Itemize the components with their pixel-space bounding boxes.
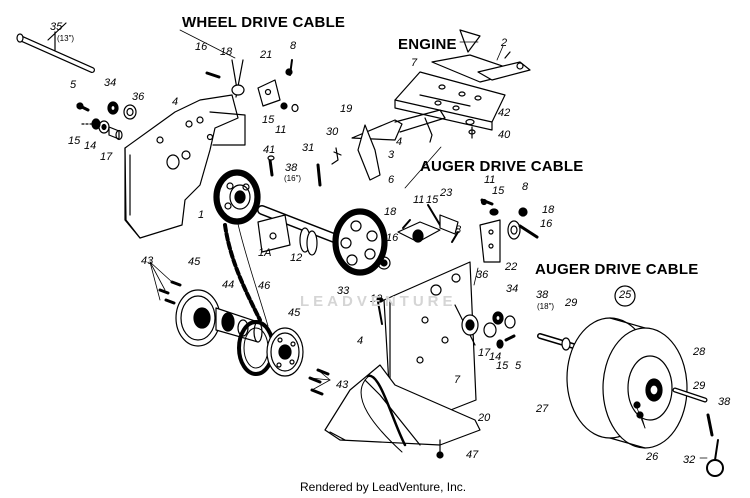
small-pins xyxy=(267,147,342,187)
auger-cable-bracket xyxy=(397,204,459,243)
drive-sprocket xyxy=(213,169,261,225)
part-1a-label: 1A xyxy=(258,247,272,259)
part-43-label: 43 xyxy=(336,379,349,391)
part-29-label: 29 xyxy=(565,297,578,309)
part-8-label: 8 xyxy=(455,224,462,236)
part-8-label: 8 xyxy=(522,181,529,193)
part-21-label: 21 xyxy=(260,49,273,61)
part-18-label: 18 xyxy=(542,204,555,216)
part-15-label: 15 xyxy=(492,185,505,197)
part-18-label: 18 xyxy=(384,206,397,218)
part-11-label: 11 xyxy=(275,124,287,136)
part-14-label: 14 xyxy=(489,351,502,363)
cables xyxy=(360,374,407,453)
part-15-label: 15 xyxy=(68,135,81,147)
part-27-label: 27 xyxy=(536,403,549,415)
part-15-label: 15 xyxy=(496,360,509,372)
part-47-label: 47 xyxy=(466,449,479,461)
part-11-label: 11 xyxy=(413,194,425,206)
part-5-label: 5 xyxy=(70,79,77,91)
left-hardware-stack xyxy=(76,101,137,141)
part-30-label: 30 xyxy=(326,126,339,138)
cable-bracket-left xyxy=(205,59,299,113)
engine-plate xyxy=(351,29,531,181)
part-15-label: 15 xyxy=(262,114,275,126)
part-28-label: 28 xyxy=(693,346,706,358)
part-38-length-label: (16") xyxy=(284,174,302,183)
part-35-length-label: (13") xyxy=(57,34,75,43)
part-43-label: 43 xyxy=(141,255,154,267)
part-7-label: 7 xyxy=(454,374,461,386)
part-14-label: 14 xyxy=(84,140,97,152)
part-41-label: 41 xyxy=(263,144,276,156)
part-8-label: 8 xyxy=(290,40,297,52)
part-34-label: 34 xyxy=(104,77,117,89)
wheel-drive-cable-callout: WHEEL DRIVE CABLE xyxy=(182,14,346,31)
part-33-label: 33 xyxy=(337,285,350,297)
part-15-label: 15 xyxy=(426,194,439,206)
part-29-label: 29 xyxy=(693,380,706,392)
part-40-label: 40 xyxy=(498,129,511,141)
part-20-label: 20 xyxy=(478,412,491,424)
part-23-label: 23 xyxy=(440,187,453,199)
left-side-frame xyxy=(124,94,246,239)
part-16-label: 16 xyxy=(195,41,208,53)
large-gear xyxy=(332,208,391,276)
auger-cable-bracket-right xyxy=(479,198,539,263)
part-12-label: 12 xyxy=(290,252,303,264)
part-36-label: 36 xyxy=(476,269,489,281)
part-35-label: 35 xyxy=(50,21,63,33)
part-45-label: 45 xyxy=(188,256,201,268)
part-4-label: 4 xyxy=(172,96,179,108)
part-26-label: 26 xyxy=(646,451,659,463)
part-18-label: 18 xyxy=(220,46,233,58)
part-19-label: 19 xyxy=(340,103,353,115)
part-17-label: 17 xyxy=(478,347,491,359)
part-36-label: 36 xyxy=(132,91,145,103)
part-25-label: 25 xyxy=(619,289,632,301)
part-32-label: 32 xyxy=(683,454,696,466)
footer-credit: Rendered by LeadVenture, Inc. xyxy=(300,480,467,494)
part-3-label: 3 xyxy=(388,149,395,161)
part-7-label: 7 xyxy=(411,57,418,69)
auger-drive-cable-callout-upper: AUGER DRIVE CABLE xyxy=(420,158,584,175)
part-38-length-label: (18") xyxy=(537,302,555,311)
watermark: LEADVENTURE xyxy=(300,293,457,310)
part-16-label: 16 xyxy=(386,232,399,244)
wheel-assembly xyxy=(537,285,724,477)
part-2-label: 2 xyxy=(501,37,508,49)
part-38-label: 38 xyxy=(718,396,731,408)
part-31-label: 31 xyxy=(302,142,315,154)
part-42-label: 42 xyxy=(498,107,511,119)
shaft-rod xyxy=(16,22,95,73)
part-46-label: 46 xyxy=(258,280,271,292)
drive-chain xyxy=(223,223,269,327)
part-11-label: 11 xyxy=(484,174,496,186)
part-38-label: 38 xyxy=(285,162,298,174)
part-38-label: 38 xyxy=(536,289,549,301)
part-22-label: 22 xyxy=(505,261,518,273)
part-17-label: 17 xyxy=(100,151,113,163)
part-1-label: 1 xyxy=(198,209,205,221)
part-4-label: 4 xyxy=(396,136,403,148)
part-4-label: 4 xyxy=(357,335,364,347)
leader-lines xyxy=(149,29,708,459)
part-5-label: 5 xyxy=(515,360,522,372)
part-6-label: 6 xyxy=(388,174,395,186)
part-44-label: 44 xyxy=(222,279,235,291)
part-16-label: 16 xyxy=(540,218,553,230)
engine-callout: ENGINE xyxy=(398,36,457,53)
right-hardware-stack xyxy=(376,297,516,349)
part-10-label: 10 xyxy=(370,293,383,305)
auger-drive-cable-callout-lower: AUGER DRIVE CABLE xyxy=(535,261,699,278)
part-45-label: 45 xyxy=(288,307,301,319)
part-34-label: 34 xyxy=(506,283,519,295)
hub-assembly-left xyxy=(158,280,330,396)
